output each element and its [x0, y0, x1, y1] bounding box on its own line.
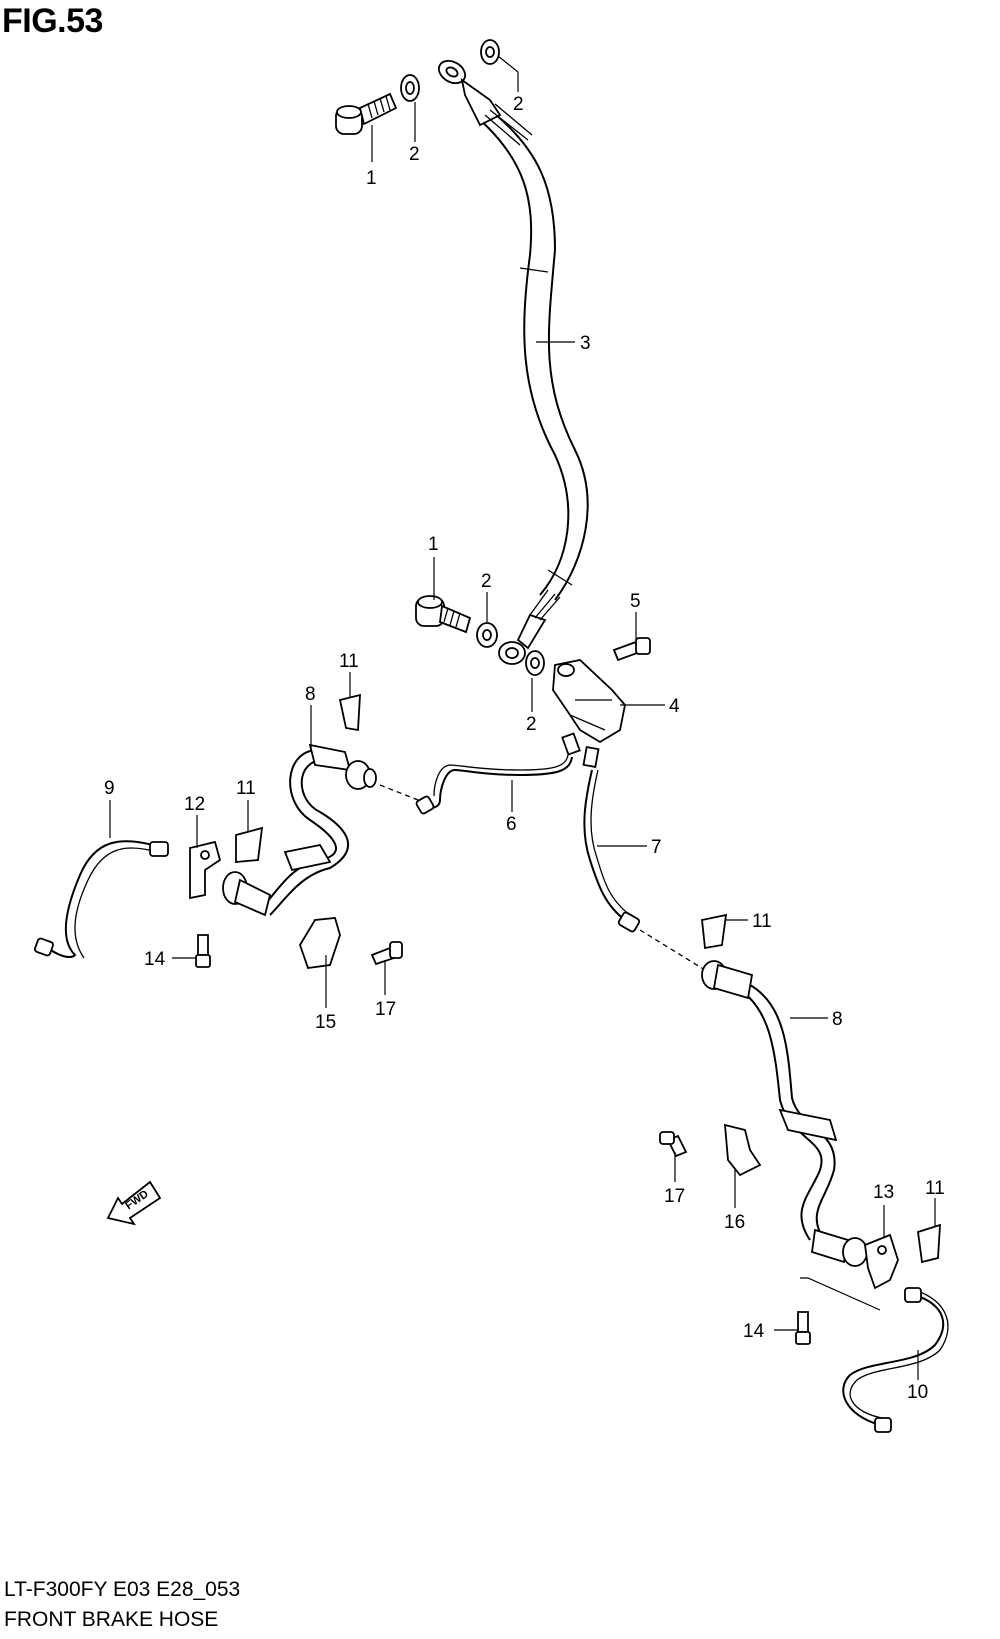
- part-9-brake-pipe: [34, 840, 169, 959]
- model-code: LT-F300FY E03 E28_053: [4, 1578, 241, 1601]
- callout-3: 3: [580, 333, 591, 354]
- part-12-bracket: [189, 840, 222, 900]
- part-8-brake-hose-right: [701, 960, 868, 1267]
- callout-labels: 1 2 2 3 1 2 5 4 2 11 8 6 7 9 12 11 14 15…: [104, 94, 945, 1403]
- callout-4: 4: [669, 696, 680, 717]
- callout-11: 11: [236, 778, 256, 799]
- callout-14: 14: [743, 1321, 765, 1342]
- callout-17: 17: [664, 1186, 685, 1207]
- callout-2: 2: [481, 571, 492, 592]
- callout-6: 6: [506, 814, 517, 835]
- callout-11: 11: [925, 1178, 945, 1199]
- callout-9: 9: [104, 778, 115, 799]
- part-5-bolt: [612, 637, 651, 662]
- part-11-clips: [235, 693, 941, 1264]
- callout-5: 5: [630, 591, 641, 612]
- callout-17: 17: [375, 999, 396, 1020]
- part-1-union-bolt-lower: [415, 595, 472, 634]
- figure-title: FIG.53: [2, 2, 103, 40]
- callout-12: 12: [184, 794, 205, 815]
- part-6-brake-pipe: [379, 754, 573, 815]
- part-14-bolts: [195, 934, 811, 1345]
- callout-leader-lines: [109, 55, 936, 1380]
- part-2-washers: [400, 39, 545, 676]
- part-7-brake-pipe: [583, 769, 706, 971]
- part-10-brake-pipe: [842, 1287, 949, 1433]
- callout-16: 16: [724, 1212, 745, 1233]
- part-15-bracket: [299, 917, 341, 969]
- callout-13: 13: [873, 1182, 894, 1203]
- part-8-brake-hose-left: [222, 743, 377, 917]
- callout-10: 10: [907, 1382, 928, 1403]
- callout-1: 1: [428, 534, 439, 555]
- section-name: FRONT BRAKE HOSE: [4, 1608, 219, 1631]
- part-13-bracket: [864, 1233, 899, 1290]
- callout-8: 8: [305, 684, 316, 705]
- part-17-bolts: [370, 941, 688, 1158]
- part-16-bracket: [723, 1123, 762, 1177]
- callout-11: 11: [339, 651, 359, 672]
- callout-1: 1: [366, 168, 377, 189]
- part-3-brake-hose: [437, 59, 589, 665]
- callout-2: 2: [513, 94, 524, 115]
- part-4-three-way-joint: [552, 659, 626, 768]
- callout-14: 14: [144, 949, 166, 970]
- forward-direction-arrow: FWD: [106, 1180, 162, 1226]
- callout-2: 2: [526, 714, 537, 735]
- callout-2: 2: [409, 144, 420, 165]
- callout-11: 11: [752, 911, 772, 932]
- part-1-union-bolt-top: [335, 92, 398, 135]
- callout-7: 7: [651, 837, 662, 858]
- callout-15: 15: [315, 1012, 336, 1033]
- callout-8: 8: [832, 1009, 843, 1030]
